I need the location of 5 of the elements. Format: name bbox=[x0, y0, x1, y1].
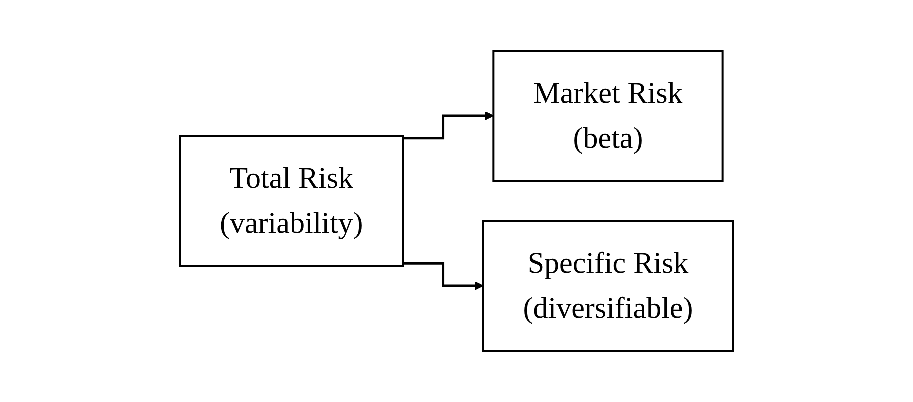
node-box bbox=[492, 50, 724, 182]
arrow bbox=[403, 112, 494, 140]
arrow bbox=[403, 262, 484, 290]
node-box bbox=[178, 135, 404, 267]
node-box bbox=[482, 220, 734, 352]
